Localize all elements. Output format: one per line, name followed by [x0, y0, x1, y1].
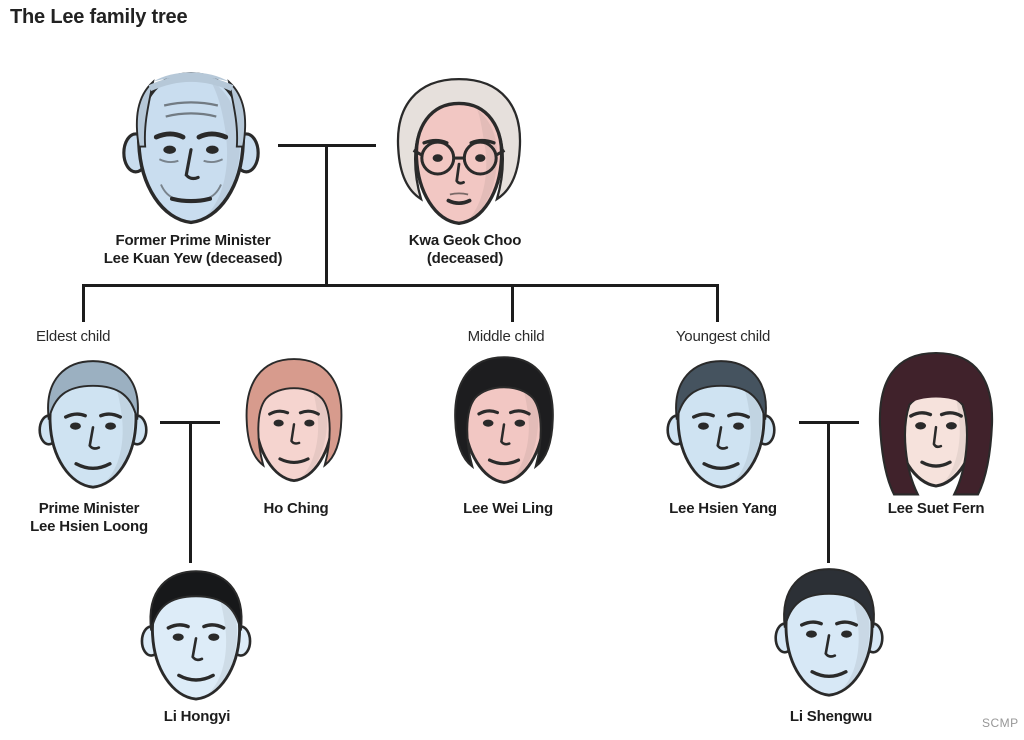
label-lee-kuan-yew-line1: Former Prime Minister [115, 232, 271, 249]
label-kwa-geok-choo-line1: Kwa Geok Choo [408, 232, 522, 249]
page-title: The Lee family tree [10, 6, 188, 28]
portrait-li-hongyi [130, 562, 262, 707]
portrait-li-shengwu [764, 560, 894, 703]
portrait-ho-ching [230, 350, 358, 491]
label-lee-hsien-loong: Prime Minister Lee Hsien Loong [8, 500, 170, 536]
label-lee-hsien-yang: Lee Hsien Yang [669, 500, 777, 517]
label-kwa-geok-choo: Kwa Geok Choo (deceased) [375, 232, 555, 268]
tag-youngest-child: Youngest child [675, 328, 771, 345]
label-li-hongyi: Li Hongyi [163, 708, 231, 725]
label-lee-suet-fern: Lee Suet Fern [887, 500, 985, 517]
label-li-shengwu: Li Shengwu [789, 708, 873, 725]
stub-middle-child [511, 284, 514, 322]
stub-youngest-child [716, 284, 719, 322]
portrait-lee-hsien-yang [656, 352, 786, 495]
portrait-lee-kuan-yew [112, 56, 270, 234]
label-ho-ching: Ho Ching [263, 500, 329, 517]
descent-line-parents [325, 144, 328, 287]
label-lee-hsien-loong-line2: Lee Hsien Loong [30, 518, 148, 535]
stub-eldest-child [82, 284, 85, 322]
tag-eldest-child: Eldest child [36, 328, 111, 345]
portrait-lee-wei-ling [438, 348, 570, 493]
label-lee-wei-ling: Lee Wei Ling [463, 500, 553, 517]
descent-line-li-shengwu [827, 421, 830, 563]
tag-middle-child: Middle child [467, 328, 545, 345]
label-lee-kuan-yew: Former Prime Minister Lee Kuan Yew (dece… [63, 232, 323, 268]
portrait-lee-hsien-loong [28, 352, 158, 495]
portrait-lee-suet-fern [866, 346, 1006, 500]
descent-line-li-hongyi [189, 421, 192, 563]
portrait-kwa-geok-choo [383, 70, 535, 237]
source-credit: SCMP [982, 716, 1019, 730]
sibling-bar [82, 284, 719, 287]
label-lee-hsien-loong-line1: Prime Minister [38, 500, 140, 517]
label-lee-kuan-yew-line2: Lee Kuan Yew (deceased) [103, 250, 283, 267]
label-kwa-geok-choo-line2: (deceased) [426, 250, 504, 267]
